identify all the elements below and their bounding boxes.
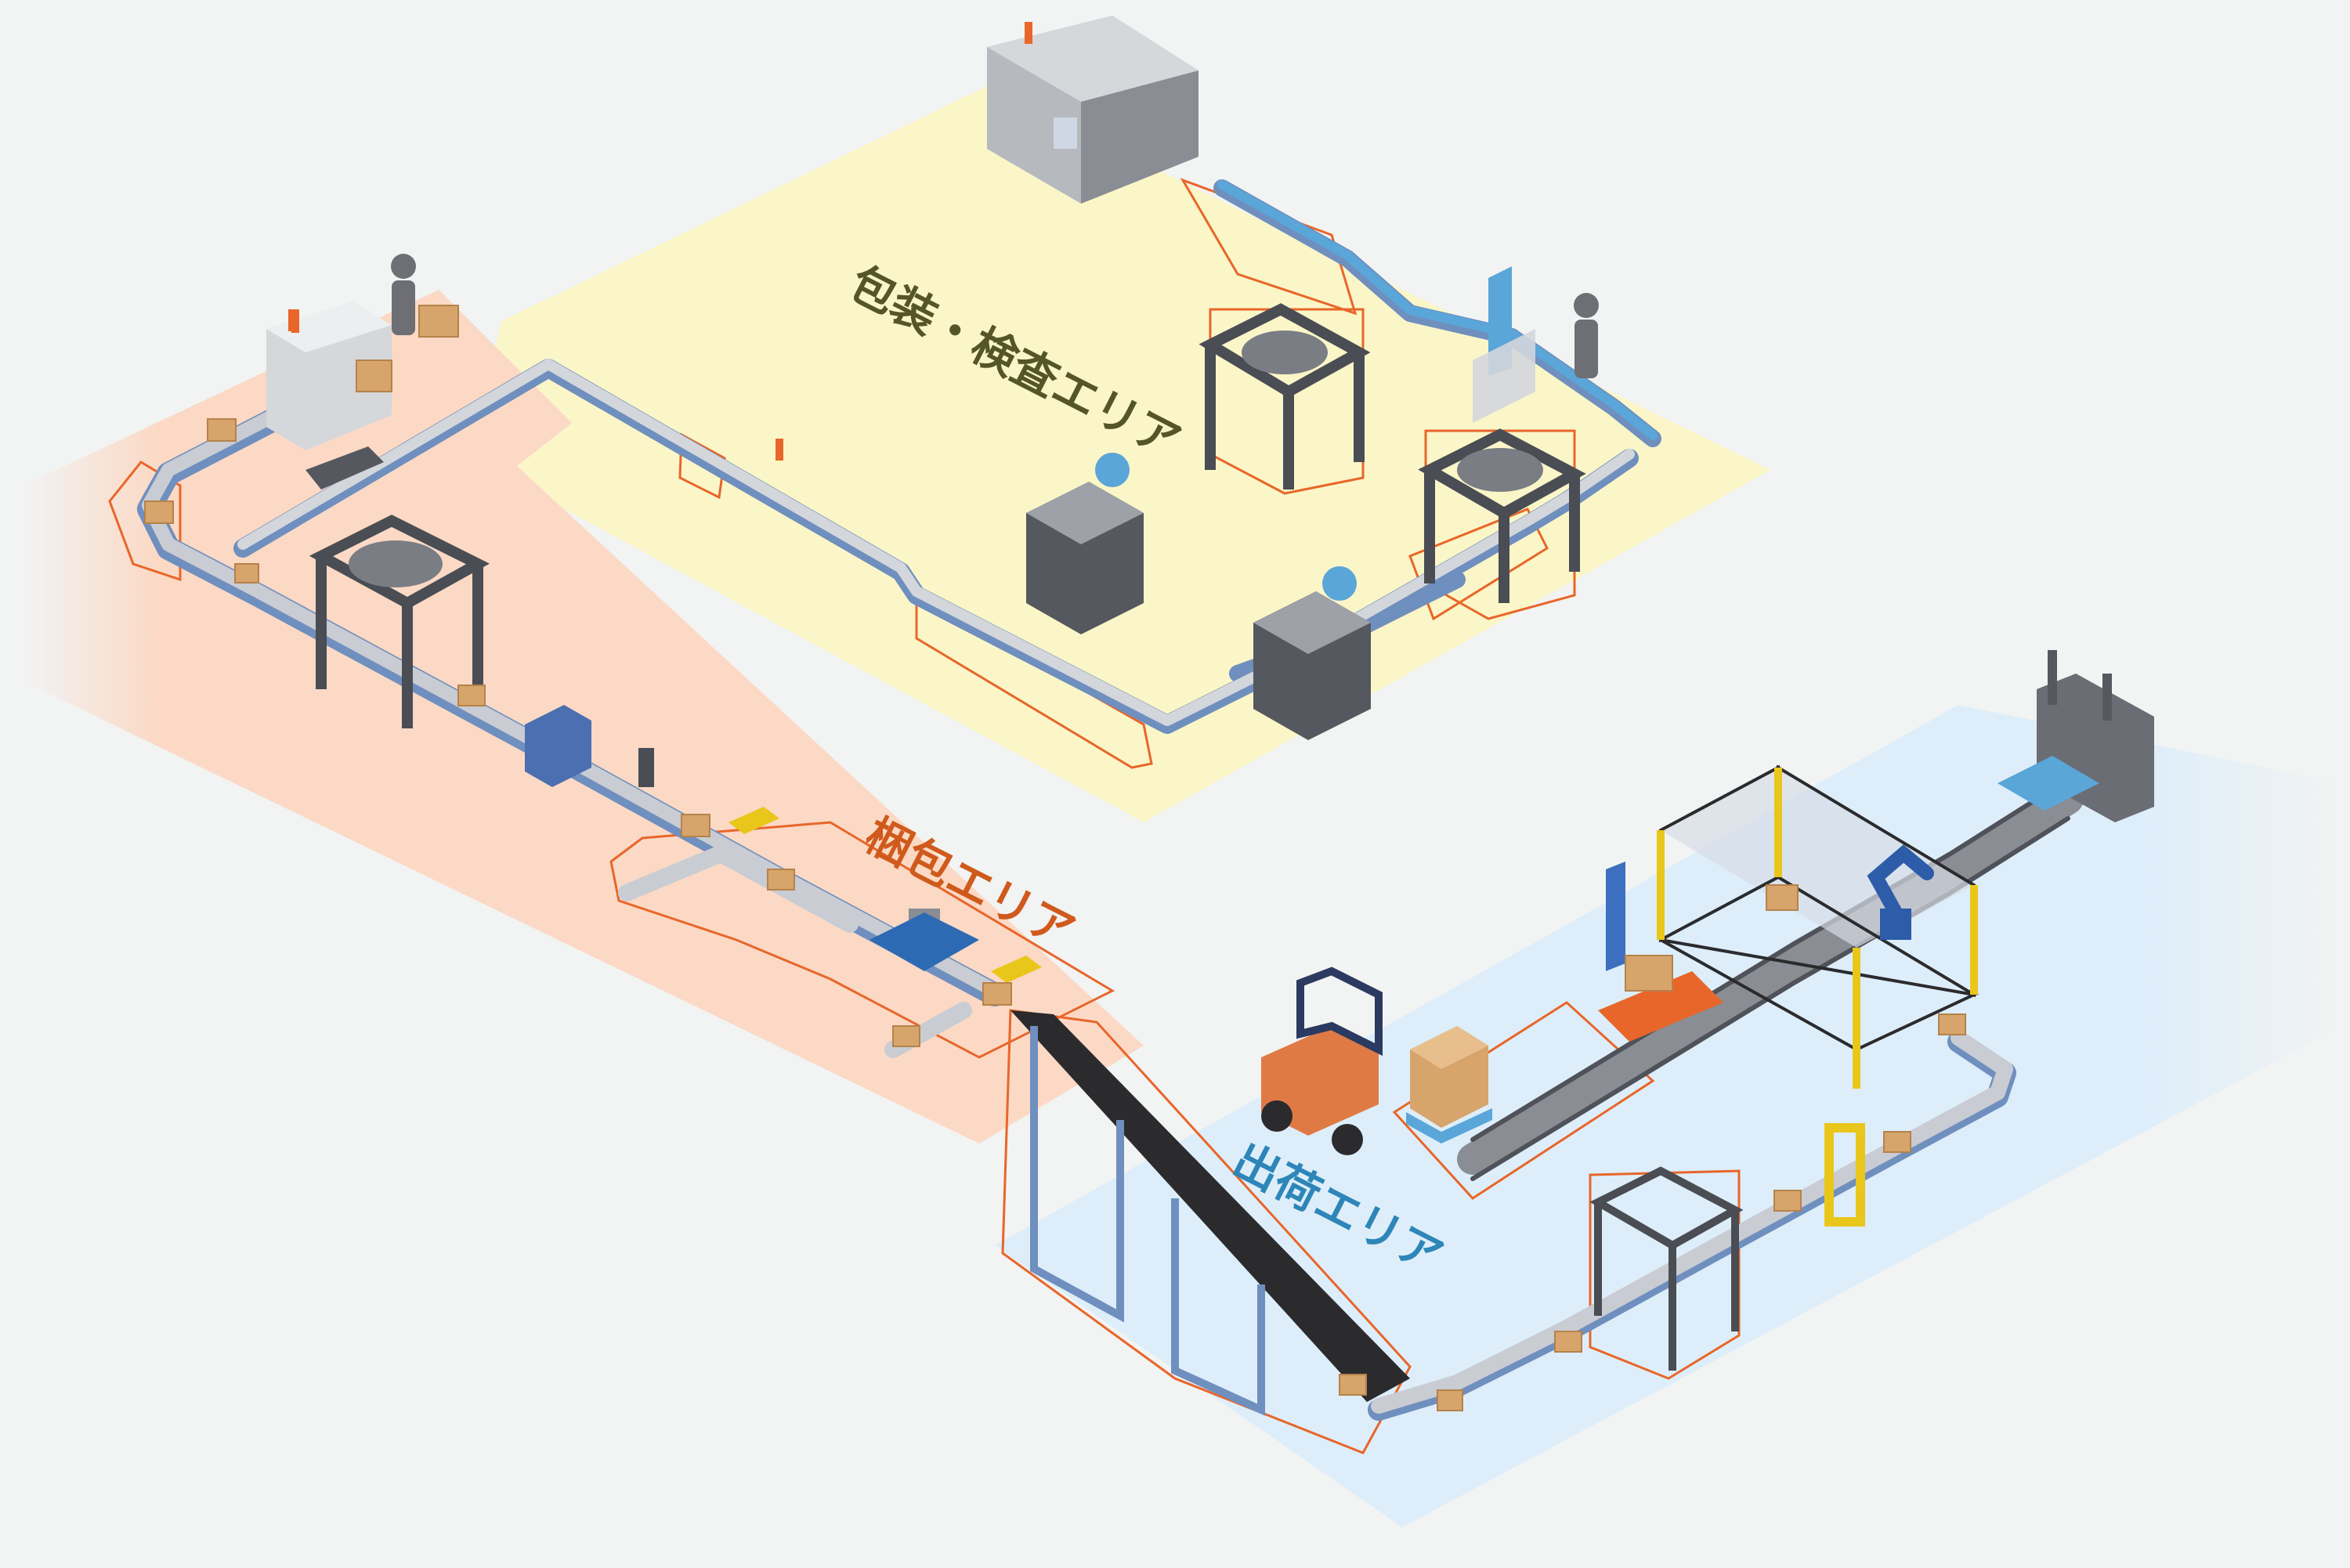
inspection-frame-mid: [1198, 303, 1371, 490]
pusher-units: [728, 807, 1042, 983]
final-inspection-frame: [1589, 1166, 1744, 1371]
inspection-frame-right: [1418, 428, 1586, 603]
stretch-wrapper: [1998, 650, 2154, 822]
blue-belt-section: [870, 912, 979, 971]
banding-machine: [1824, 1123, 1865, 1227]
robot-arm-icon: [1867, 844, 1934, 940]
packaging-zone-floor: [470, 86, 1770, 822]
signal-tower-icon: [288, 22, 1032, 461]
forklift-icon: [1261, 966, 1383, 1155]
cardboard-boxes: [144, 305, 1966, 1411]
labeler-machine-right: [1253, 566, 1371, 740]
palletizer-tower: [1598, 862, 1723, 1042]
incline-belt-conveyor: [1010, 1010, 1410, 1416]
operator-person-icon: [391, 254, 1599, 378]
packaging-shelf: [1473, 266, 1535, 423]
inspection-camera-right: [1457, 448, 1543, 492]
case-sealer: [306, 446, 591, 787]
inspection-camera-left: [349, 540, 443, 587]
packaging-machine: [987, 16, 1198, 204]
pallet-stack: [1406, 1026, 1492, 1143]
sorting-branch-conveyor: [618, 844, 859, 933]
labeler-machine-mid: [1026, 453, 1144, 634]
inspection-frame-left: [309, 515, 490, 728]
inspection-camera-mid: [1242, 331, 1328, 374]
